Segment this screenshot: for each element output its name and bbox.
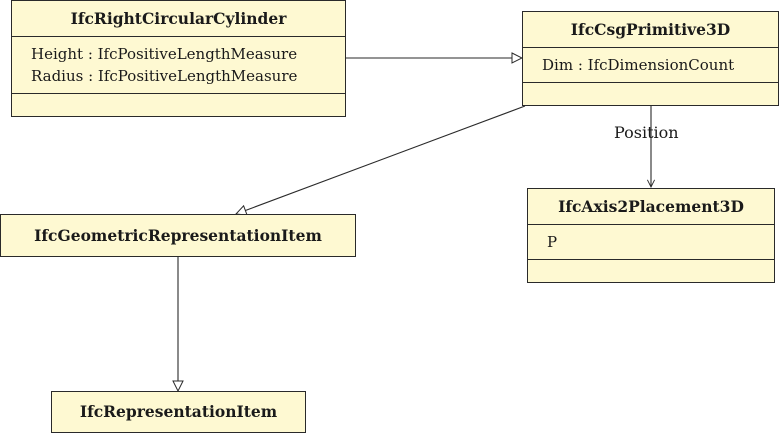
- position-association-label: Position: [614, 123, 679, 142]
- operations-compartment: [523, 82, 778, 100]
- class-ifcrightcircularcylinder[interactable]: IfcRightCircularCylinder Height : IfcPos…: [11, 0, 346, 117]
- attribute-radius: Radius : IfcPositiveLengthMeasure: [31, 67, 298, 85]
- class-name: IfcAxis2Placement3D: [558, 197, 744, 216]
- class-ifcrepresentationitem[interactable]: IfcRepresentationItem: [51, 391, 306, 433]
- attribute-dim: Dim : IfcDimensionCount: [542, 56, 735, 74]
- attribute-list: Dim : IfcDimensionCount: [523, 47, 778, 82]
- class-name: IfcRepresentationItem: [79, 402, 278, 421]
- class-name: IfcCsgPrimitive3D: [570, 20, 731, 39]
- operations-compartment: [12, 93, 345, 111]
- attribute-list: Height : IfcPositiveLengthMeasure Radius…: [12, 36, 345, 93]
- class-ifcaxis2placement3d[interactable]: IfcAxis2Placement3D P: [527, 188, 775, 283]
- generalization-csg-to-geometric: [236, 105, 526, 214]
- attribute-list: P: [528, 224, 774, 259]
- attribute-height: Height : IfcPositiveLengthMeasure: [31, 45, 298, 63]
- class-ifccsgprimitive3d[interactable]: IfcCsgPrimitive3D Dim : IfcDimensionCoun…: [522, 11, 779, 106]
- class-ifcgeometricrepresentationitem[interactable]: IfcGeometricRepresentationItem: [0, 214, 356, 257]
- attribute-p: P: [547, 233, 558, 251]
- class-name: IfcGeometricRepresentationItem: [34, 226, 322, 245]
- operations-compartment: [528, 259, 774, 277]
- class-name: IfcRightCircularCylinder: [70, 9, 287, 28]
